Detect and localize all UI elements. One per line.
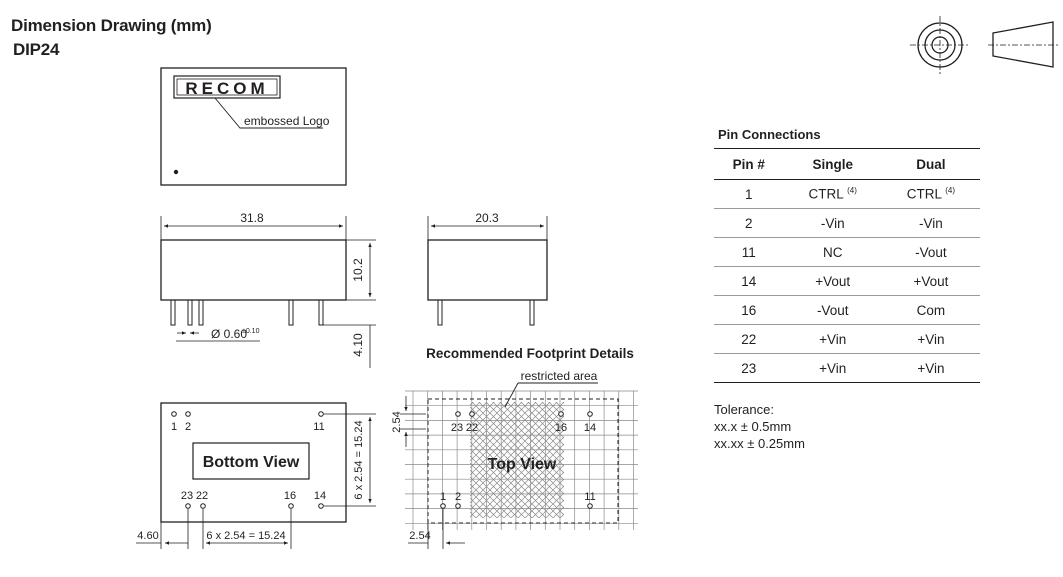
embossed-logo-label: embossed Logo	[244, 114, 330, 128]
table-header-row: Pin # Single Dual	[714, 148, 980, 180]
single-function: +Vin	[783, 324, 882, 354]
pin-connections-table: Pin # Single Dual 1 CTRL (4) CTRL (4) 2 …	[714, 148, 980, 383]
offset-dimension: 4.60	[137, 530, 158, 542]
top-pin-1: 1	[440, 491, 446, 503]
single-function: -Vout	[783, 295, 882, 325]
bottom-view	[136, 402, 376, 549]
table-row: 23 +Vin +Vin	[714, 353, 980, 383]
bottom-pin-2: 2	[185, 421, 191, 433]
dual-function: +Vin	[881, 353, 980, 383]
pin-number: 16	[714, 295, 784, 325]
bottom-pin-22: 22	[196, 490, 208, 502]
table-row: 2 -Vin -Vin	[714, 208, 980, 238]
tolerance-line-1: xx.x ± 0.5mm	[714, 419, 792, 434]
tolerance-note: Tolerance: xx.x ± 0.5mm xx.xx ± 0.25mm	[714, 401, 805, 452]
pin-length-dimension: 4.10	[351, 333, 365, 357]
pin-connections-panel: Pin Connections Pin # Single Dual 1 CTRL…	[714, 127, 980, 383]
top-view-label: Top View	[488, 456, 557, 473]
top-pin-11: 11	[584, 491, 595, 503]
page-title: Dimension Drawing (mm)	[11, 16, 212, 35]
pitch-vertical-dimension: 6 x 2.54 = 15.24	[353, 420, 365, 499]
pin-number: 1	[714, 179, 784, 209]
bottom-pin-1: 1	[171, 421, 177, 433]
side-view-front	[160, 216, 376, 368]
dual-function: +Vout	[881, 266, 980, 296]
footprint-outline	[400, 396, 619, 549]
header-pin: Pin #	[714, 148, 784, 180]
footnote-ref: (4)	[945, 186, 956, 196]
height-dimension: 10.2	[351, 258, 365, 282]
restricted-area	[470, 402, 564, 518]
bottom-view-label: Bottom View	[203, 454, 300, 471]
top-pin-16: 16	[555, 422, 567, 434]
top-pin-22: 22	[466, 422, 478, 434]
tolerance-title: Tolerance:	[714, 402, 774, 417]
pin-number: 11	[714, 237, 784, 267]
dual-function: Com	[881, 295, 980, 325]
grid-pitch-horizontal: 2.54	[409, 530, 430, 542]
dual-function: -Vout	[881, 237, 980, 267]
table-row: 14 +Vout +Vout	[714, 266, 980, 296]
bottom-pin-11: 11	[313, 421, 324, 433]
top-view-outline: RECOM embossed Logo	[160, 67, 347, 186]
footnote-ref: (4)	[847, 186, 857, 196]
dual-function: CTRL (4)	[881, 179, 980, 209]
pin1-marker	[173, 169, 179, 175]
table-row: 1 CTRL (4) CTRL (4)	[714, 179, 980, 209]
single-function: +Vin	[783, 353, 882, 383]
header-single: Single	[783, 148, 882, 180]
top-pin-23: 23	[451, 422, 463, 434]
pitch-horizontal-dimension: 6 x 2.54 = 15.24	[206, 530, 285, 542]
top-pin-14: 14	[584, 422, 596, 434]
single-function: CTRL (4)	[783, 179, 882, 209]
single-function: NC	[783, 237, 882, 267]
bottom-pin-23: 23	[181, 490, 193, 502]
package-name: DIP24	[13, 40, 60, 59]
restricted-area-label: restricted area	[521, 369, 598, 383]
depth-dimension: 20.3	[475, 211, 499, 225]
header-dual: Dual	[881, 148, 980, 180]
width-dimension: 31.8	[240, 211, 264, 225]
single-function: +Vout	[783, 266, 882, 296]
bottom-pin-16: 16	[284, 490, 296, 502]
pin-diameter-dimension: Ø 0.60	[211, 327, 247, 341]
single-function: -Vin	[783, 208, 882, 238]
top-pin-2: 2	[455, 491, 461, 503]
grid-pitch-vertical: 2.54	[391, 411, 403, 432]
table-row: 16 -Vout Com	[714, 295, 980, 325]
side-view-end	[427, 216, 548, 326]
embossed-logo: RECOM	[185, 79, 268, 98]
table-row: 11 NC -Vout	[714, 237, 980, 267]
table-row: 22 +Vin +Vin	[714, 324, 980, 354]
projection-symbol-icon	[910, 16, 1060, 74]
tolerance-line-2: xx.xx ± 0.25mm	[714, 436, 805, 451]
dual-function: -Vin	[881, 208, 980, 238]
pin-number: 14	[714, 266, 784, 296]
pin-connections-title: Pin Connections	[718, 127, 821, 142]
pin-number: 23	[714, 353, 784, 383]
dual-function: +Vin	[881, 324, 980, 354]
pin-number: 2	[714, 208, 784, 238]
pin-number: 22	[714, 324, 784, 354]
bottom-pin-14: 14	[314, 490, 326, 502]
footprint-title: Recommended Footprint Details	[426, 346, 634, 361]
pin-diameter-tolerance: ±0.10	[242, 328, 260, 335]
